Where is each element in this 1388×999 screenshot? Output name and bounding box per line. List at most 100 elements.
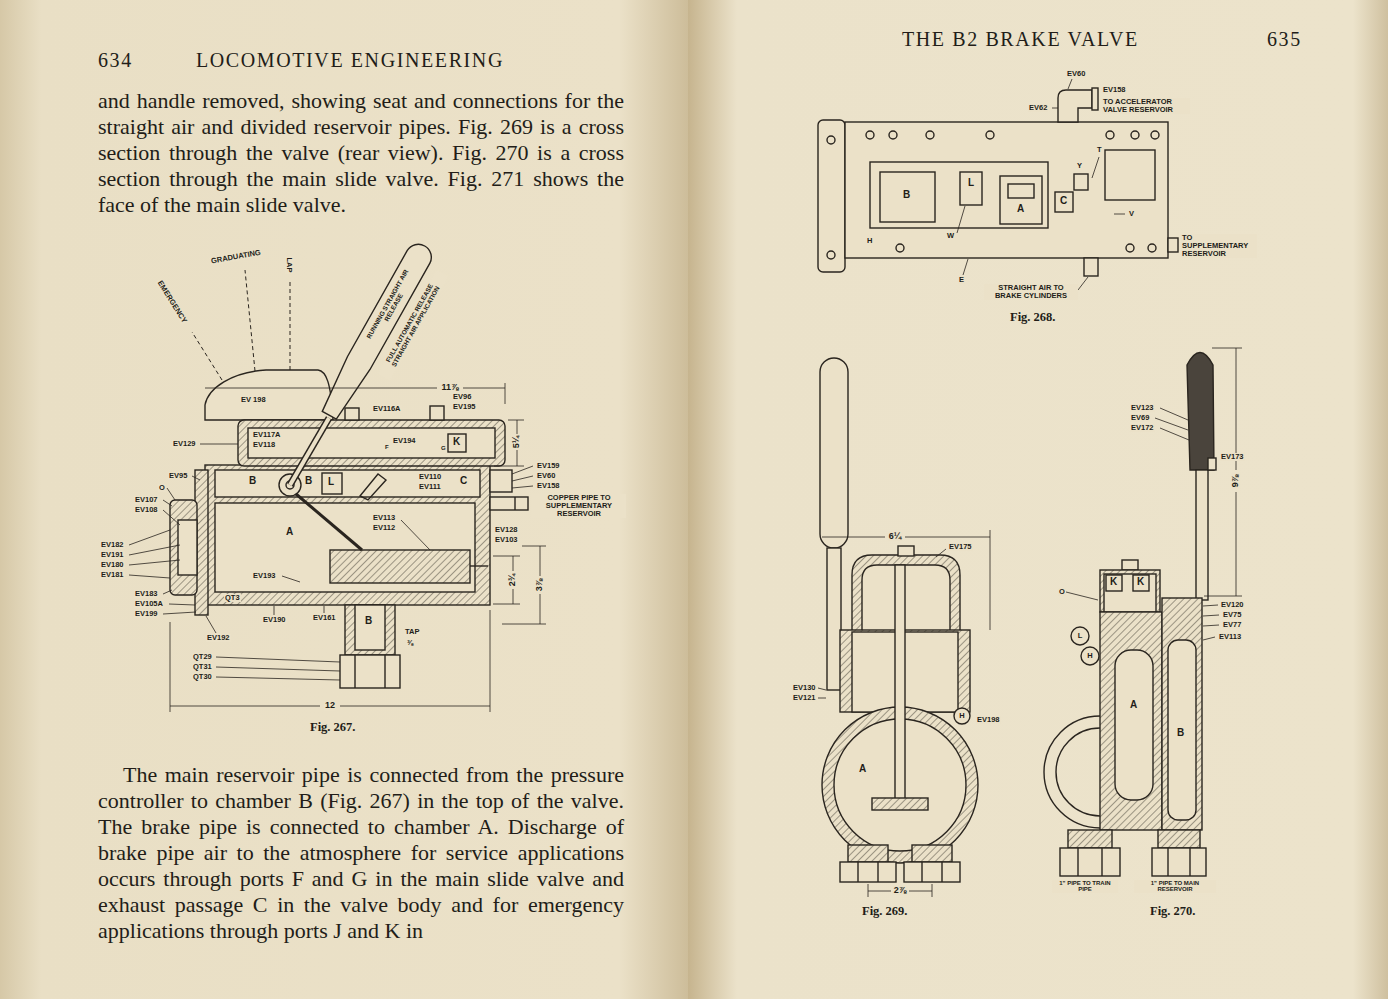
brake-valve-section [512,466,533,474]
brake-valve-section [248,428,495,458]
valve-seat-plan [1131,131,1139,139]
callout-label: 12 [324,701,336,710]
main-slide-valve-section [1212,348,1242,349]
main-slide-valve-section [1204,596,1242,597]
brake-valve-section [170,622,171,712]
brake-valve-section [238,420,505,466]
body-text: and handle removed, showing seat and con… [98,88,624,218]
callout-label: EV181 [100,571,125,579]
port-letter: K [1109,577,1118,588]
valve-rear-section [898,546,914,556]
valve-seat-plan [1105,150,1155,200]
running-head: LOCOMOTIVE ENGINEERING [196,48,504,72]
valve-seat-plan [1148,244,1156,252]
valve-seat-plan [960,172,982,205]
callout-label: 11⅞ [440,383,459,392]
callout-label: EV161 [312,614,337,622]
brake-valve-section [282,576,300,582]
main-slide-valve-section [1158,830,1200,848]
valve-seat-plan [1106,131,1114,139]
valve-rear-section [818,358,990,897]
main-slide-valve-section [1196,470,1208,600]
brake-valve-section [216,657,340,662]
brake-valve-section [129,560,180,565]
brake-valve-section [463,388,505,389]
callout-label: FULL AUTOMATIC RELEASE STRAIGHT AIR APPL… [378,269,449,380]
callout-label: TO ACCELERATOR VALVE RESERVOIR [1102,98,1190,114]
callout-label: EV175 [948,543,973,551]
brake-valve-section [430,406,444,420]
running-head: THE B2 BRAKE VALVE [902,27,1139,51]
valve-seat-plan [957,206,965,233]
valve-rear-section [877,862,878,882]
brake-valve-section [401,520,430,550]
callout-label: EV158 [536,482,561,490]
main-slide-valve-section [1203,625,1219,626]
brake-valve-section [490,470,512,492]
brake-valve-section [170,500,197,595]
callout-label: EV128 [494,526,519,534]
valve-rear-section [912,845,952,862]
callout-label: F [384,444,390,450]
valve-rear-section [862,565,950,632]
brake-valve-section [200,444,238,445]
callout-label: EV107 [134,496,159,504]
callout-label: EV180 [100,561,125,569]
callout-label: EV191 [100,551,125,559]
brake-valve-section [129,244,546,712]
valve-rear-section [820,358,848,548]
callout-label: EV96 [452,393,472,401]
brake-valve-section [345,605,395,655]
port-letter: B [248,476,257,487]
callout-label: EV77 [1222,621,1242,629]
callout-label: EV118 [252,441,276,449]
valve-seat-plan [1052,108,1058,109]
callout-label: QT3 [224,594,241,602]
valve-seat-plan [1092,88,1098,110]
brake-valve-section [215,503,475,592]
brake-valve-section [360,474,386,500]
main-slide-valve-section [1152,848,1206,876]
callout-label: EV182 [100,541,125,549]
valve-seat-plan [896,244,904,252]
callout-label: EV108 [134,506,159,514]
callout-label: H [958,712,965,720]
main-slide-valve-section [1044,348,1242,876]
valve-seat-plan [1151,131,1159,139]
book-pages [688,0,1388,999]
valve-seat-plan [1078,277,1088,290]
callout-label: EV130 [792,684,817,692]
callout-label: COPPER PIPE TO SUPPLEMENTARY RESERVOIR [532,494,626,518]
main-slide-valve-section [1044,716,1100,828]
body-text: The main reservoir pipe is connected fro… [98,762,624,944]
brake-valve-section [493,556,520,557]
main-slide-valve-section [1203,615,1219,616]
callout-label: 1" PIPE TO MAIN RESERVOIR [1134,880,1216,893]
callout-label: 9⅞ [1231,474,1240,489]
valve-rear-section [904,862,960,882]
callout-label: EV172 [1130,424,1155,432]
brake-valve-section [502,624,546,625]
port-letter: B [1176,728,1185,739]
book-pages [0,0,688,999]
callout-label: EV117A [252,431,282,439]
callout-label: T [1096,146,1103,154]
figure-caption: Fig. 267. [310,720,355,735]
callout-label: QT29 [192,653,213,661]
brake-valve-section [345,408,359,420]
brake-valve-section [354,655,355,688]
brake-valve-section [167,488,175,500]
callout-label: EV110 [418,473,442,481]
callout-label: EV192 [206,634,231,642]
callout-label: EV193 [252,572,277,580]
main-slide-valve-section [1056,728,1100,816]
brake-valve-section [470,565,488,566]
valve-seat-plan [1074,174,1088,190]
main-slide-valve-section [1162,598,1202,830]
valve-seat-plan [866,131,874,139]
main-slide-valve-section [1077,848,1078,876]
callout-label: EV103 [494,536,519,544]
callout-label: EV60 [536,472,556,480]
